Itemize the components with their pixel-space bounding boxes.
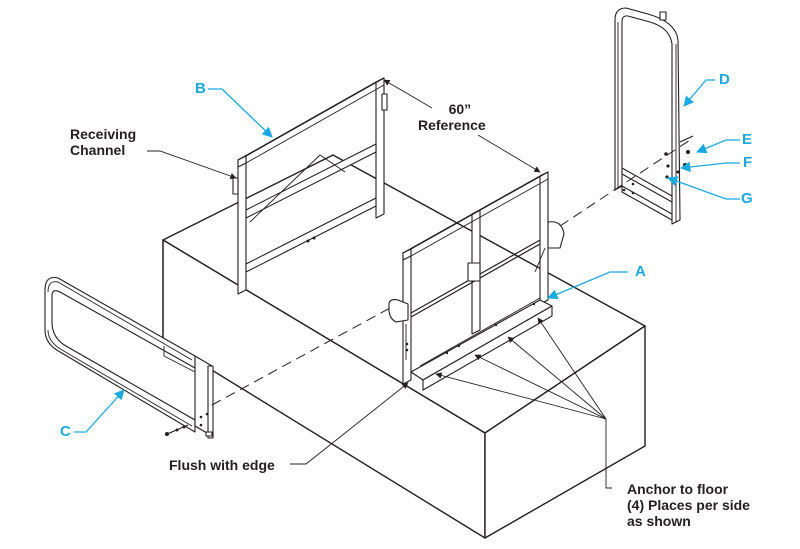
flush-with-edge-label: Flush with edge (169, 457, 275, 473)
callout-leader-f (679, 161, 740, 173)
part-label-d: D (719, 71, 730, 88)
part-label-e: E (742, 131, 753, 148)
reference-leader-bottom (477, 134, 541, 173)
alignment-line-right (559, 139, 691, 227)
flush-leader (290, 382, 409, 465)
platform-right-face (484, 325, 646, 539)
receiving-channel-line2: Channel (70, 142, 126, 158)
callout-leader-a (547, 271, 628, 300)
callout-leader-b (208, 88, 273, 138)
rail-d (614, 7, 694, 225)
anchor-line3: as shown (627, 513, 691, 529)
reference-line1: 60” (448, 101, 472, 117)
reference-line2: Reference (418, 117, 486, 133)
part-label-g: G (741, 190, 753, 207)
rail-c (44, 276, 214, 439)
callout-leader-d (683, 79, 715, 107)
reference-leader-top (383, 79, 433, 109)
receiving-channel-label: Receiving Channel (70, 126, 136, 158)
reference-label: 60” Reference (418, 101, 486, 133)
receiving-channel-line1: Receiving (70, 126, 137, 142)
part-label-c: C (60, 423, 71, 440)
anchor-line1: Anchor to floor (627, 481, 729, 497)
callout-leader-e (696, 139, 740, 154)
part-label-a: A (635, 263, 646, 280)
anchor-label: Anchor to floor (4) Places per side as s… (627, 481, 750, 529)
receiving-channel-leader (147, 150, 237, 180)
anchor-leaders (435, 317, 612, 489)
part-label-f: F (743, 154, 753, 171)
rail-a (388, 171, 565, 391)
callout-leader-c (74, 389, 125, 433)
anchor-line2: (4) Places per side (627, 497, 750, 513)
part-label-b: B (195, 80, 206, 97)
callout-leader-g (667, 176, 740, 200)
alignment-line-left (211, 307, 391, 406)
rail-b (232, 77, 388, 295)
